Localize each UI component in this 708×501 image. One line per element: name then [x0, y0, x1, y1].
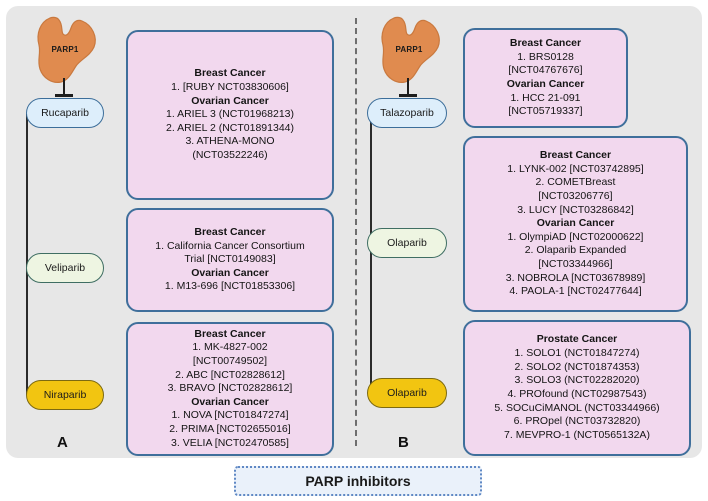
cancer-type-header: Ovarian Cancer — [506, 78, 585, 90]
drug-pill-talazoparib[interactable]: Talazoparib — [367, 98, 447, 128]
inhibition-arrow-b — [397, 78, 419, 100]
drug-pill-rucaparib[interactable]: Rucaparib — [26, 98, 104, 128]
drug-backbone-line-a — [26, 115, 28, 395]
trial-list-item: 5. SOCuCiMANOL (NCT03344966) — [494, 401, 660, 414]
trial-list-item: [NCT03344966] — [538, 258, 613, 271]
drug-pill-label: Rucaparib — [41, 107, 89, 119]
cancer-type-header: Breast Cancer — [539, 148, 612, 161]
trial-list-item: 3. SOLO3 (NCT02282020) — [514, 374, 640, 387]
trial-list-item: [NCT03206776] — [538, 189, 613, 202]
trial-list-item: 4. PROfound (NCT02987543) — [507, 388, 647, 400]
parp-inhibitors-legend: PARP inhibitors — [234, 466, 482, 496]
trial-list-item: 3. BRAVO [NCT02828612] — [167, 382, 293, 395]
cancer-type-header: Ovarian Cancer — [536, 217, 615, 230]
trial-list-item: (NCT03522246) — [192, 149, 268, 162]
drug-pill-niraparib[interactable]: Niraparib — [26, 380, 104, 410]
trial-list-item: 1. NOVA [NCT01847274] — [171, 409, 289, 422]
trial-list-item: 7. MEVPRO-1 (NCT0565132A) — [504, 428, 650, 441]
trial-list-item: 2. COMETBreast — [535, 176, 616, 189]
cancer-type-header: Ovarian Cancer — [191, 266, 269, 279]
trial-list-item: 2. Olaparib Expanded — [524, 244, 627, 257]
trial-list-item: 1. BRS0128 — [517, 50, 574, 63]
trial-list-item: 1. HCC 21-091 — [510, 91, 581, 104]
cancer-type-header: Breast Cancer — [194, 225, 266, 238]
trial-list-item: 1. [RUBY NCT03830606] — [171, 80, 289, 93]
trial-list-item: 1. M13-696 [NCT01853306] — [164, 280, 296, 293]
cancer-type-header: Breast Cancer — [509, 37, 582, 50]
trial-list-item: 2. ABC [NCT02828612] — [175, 368, 285, 381]
trial-list-item: Trial [NCT0149083] — [184, 253, 276, 266]
trial-list-item: 3. VELIA [NCT02470585] — [171, 436, 289, 449]
trial-list-item: [NCT04767676] — [508, 64, 583, 77]
trial-list-item: 1. SOLO1 (NCT01847274) — [514, 347, 640, 360]
parp-inhibitors-legend-label: PARP inhibitors — [305, 473, 411, 489]
drug-pill-label: Olaparib — [387, 387, 427, 399]
trial-list-item: [NCT05719337] — [508, 105, 583, 118]
drug-pill-label: Veliparib — [44, 262, 86, 274]
drug-pill-olaparib-green[interactable]: Olaparib — [367, 228, 447, 258]
trial-list-item: 1. ARIEL 3 (NCT01968213) — [165, 108, 294, 121]
cancer-type-header: Breast Cancer — [194, 327, 266, 340]
drug-pill-label: Niraparib — [43, 389, 87, 401]
trial-list-item: 6. PROpel (NCT03732820) — [513, 415, 641, 428]
trial-list-item: 1. OlympiAD [NCT02000622] — [507, 230, 644, 243]
cancer-type-header: Prostate Cancer — [536, 333, 618, 346]
inhibition-arrow-a — [53, 78, 75, 100]
cancer-type-header: Breast Cancer — [194, 67, 266, 80]
panel-letter-a: A — [57, 434, 69, 451]
drug-pill-olaparib-gold[interactable]: Olaparib — [367, 378, 447, 408]
drug-pill-veliparib[interactable]: Veliparib — [26, 253, 104, 283]
trial-list-item: 1. MK-4827-002 — [192, 341, 268, 354]
cancer-type-header: Ovarian Cancer — [191, 94, 269, 107]
trial-list-item: 1. LYNK-002 [NCT03742895] — [507, 162, 644, 175]
trial-list-item: 3. LUCY [NCT03286842] — [517, 203, 634, 216]
trial-list-item: 2. PRIMA [NCT02655016] — [169, 423, 291, 436]
trial-list-item: 1. California Cancer Consortium — [155, 239, 305, 252]
drug-pill-label: Olaparib — [387, 237, 427, 249]
trial-list-item: 2. SOLO2 (NCT01874353) — [514, 360, 640, 373]
panel-divider — [355, 18, 357, 446]
cancer-type-header: Ovarian Cancer — [191, 395, 269, 408]
trial-list-item: 3. NOBROLA [NCT03678989] — [505, 271, 646, 284]
trial-list-item: 2. ARIEL 2 (NCT01891344) — [165, 121, 294, 134]
trial-list-item: 4. PAOLA-1 [NCT02477644] — [509, 285, 642, 298]
drug-backbone-line-b — [370, 115, 372, 395]
drug-pill-label: Talazoparib — [380, 107, 434, 119]
trial-list-item: 3. ATHENA-MONO — [185, 135, 275, 148]
panel-letter-b: B — [398, 434, 410, 451]
trial-list-item: [NCT00749502] — [192, 354, 268, 367]
